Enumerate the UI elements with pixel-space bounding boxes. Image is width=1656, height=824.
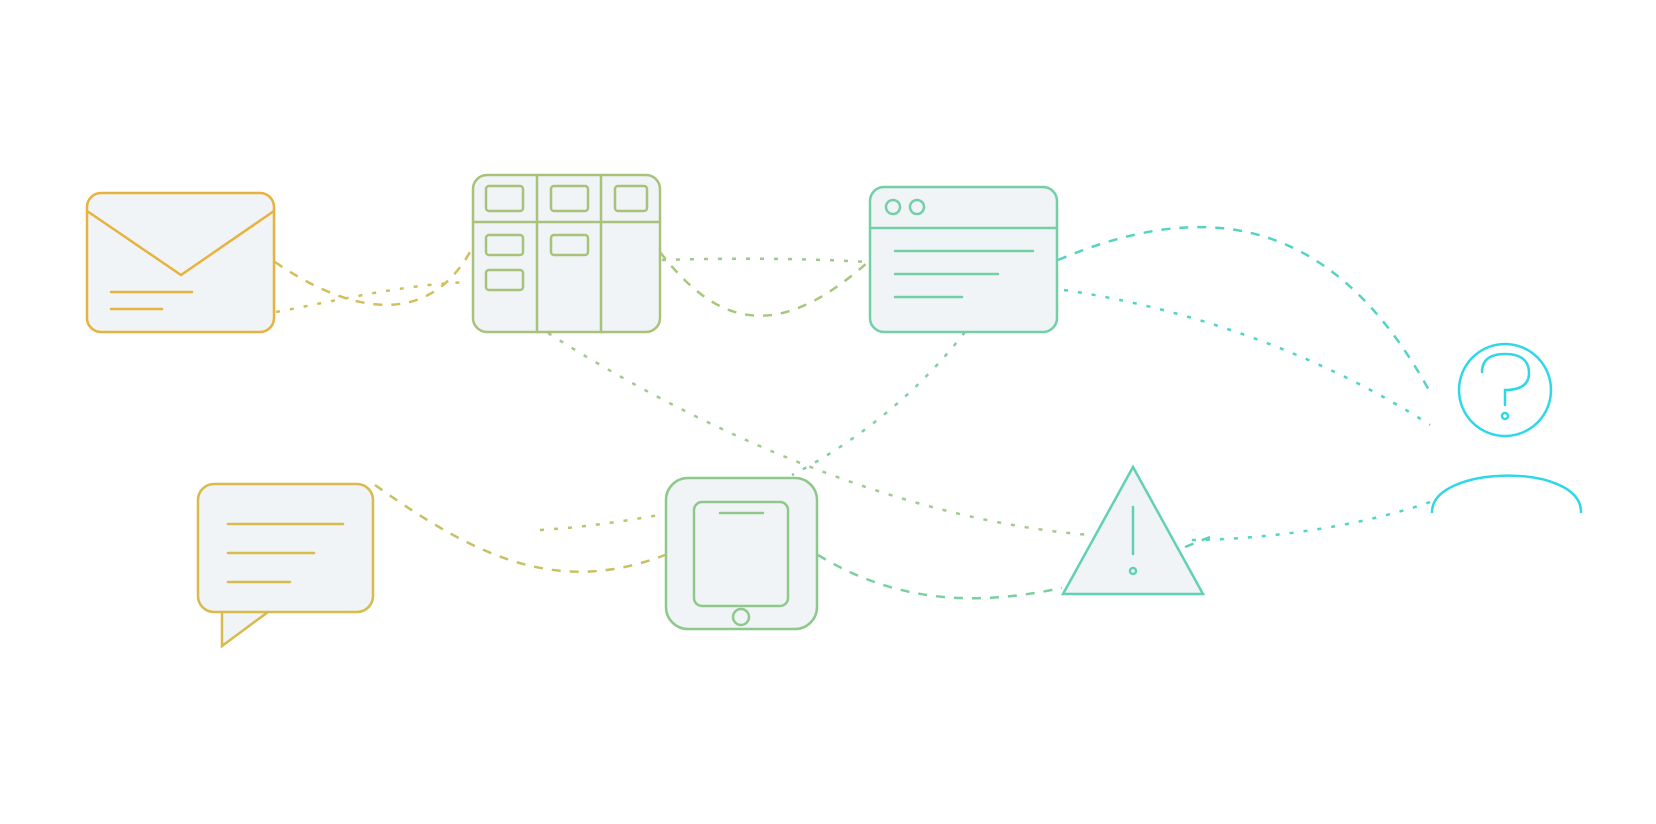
connector-browser-tablet-dotted [791, 331, 966, 477]
connector-kanban-triangle-dotted [547, 331, 1091, 537]
connector-kanban-browser-dotted [661, 257, 869, 264]
connector-tablet-triangle-dashed [817, 553, 1063, 600]
envelope-icon [85, 191, 276, 334]
connector-triangle-arrow [1184, 535, 1211, 549]
browser-window-icon [868, 185, 1059, 334]
warning-triangle-icon [1060, 464, 1206, 596]
tablet-icon [664, 476, 819, 631]
user-question-icon [1430, 342, 1583, 514]
chat-bubble-icon [196, 482, 375, 649]
connector-envelope-kanban-dotted [275, 280, 469, 314]
kanban-board-icon [471, 173, 662, 334]
connector-user-triangle-dotted [1187, 500, 1431, 542]
connector-envelope-kanban-dashed [274, 251, 472, 306]
connector-chat-tablet-dotted [539, 512, 666, 532]
connectors [274, 225, 1432, 600]
connector-chat-tablet-dashed [374, 483, 666, 573]
connector-browser-user-dashed [1057, 225, 1432, 393]
connector-kanban-browser-dashed [659, 251, 869, 317]
